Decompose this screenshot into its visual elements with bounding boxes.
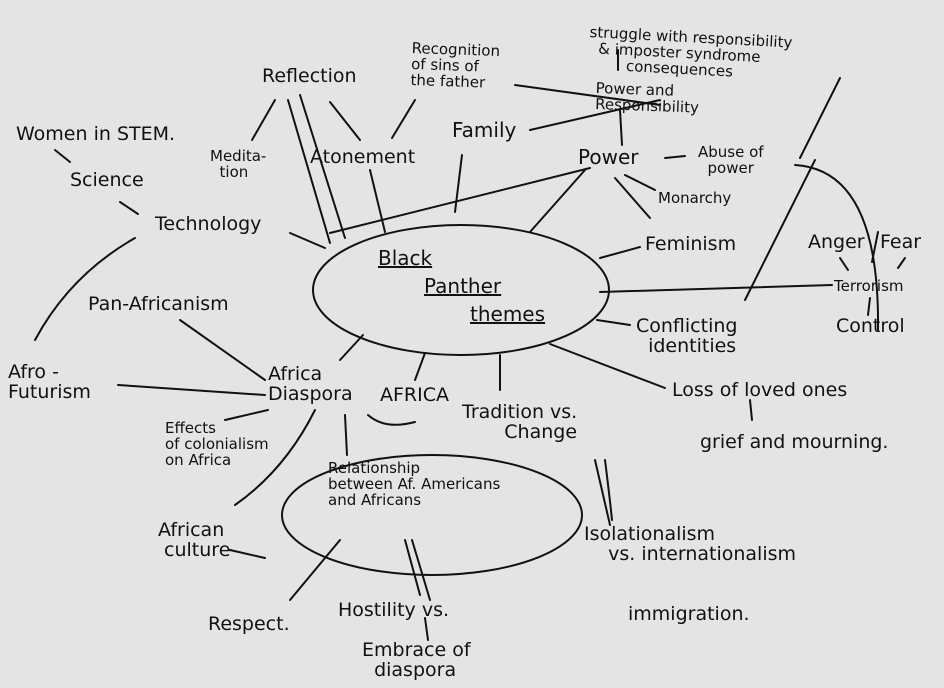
center-title-line3: themes (470, 302, 546, 326)
connector-diaspora-culture (234, 409, 316, 506)
node-isolationalism: Isolationalism vs. internationalism (584, 523, 797, 565)
node-respect: Respect. (208, 613, 290, 635)
connector-relationship-respect (289, 539, 341, 601)
node-atonement: Atonement (310, 146, 416, 168)
node-relationship: Relationship between Af. Americans and A… (328, 459, 501, 509)
node-abuse-of-power: Abuse of power (698, 143, 764, 177)
node-african-culture: African culture (158, 519, 231, 561)
connector-anger-fear (871, 231, 879, 263)
connector-consequences-terrorism (744, 159, 816, 301)
node-pan-africanism: Pan-Africanism (88, 293, 229, 315)
connector-power-resp-power (619, 109, 623, 146)
node-effects-of-colonialism: Effects of colonialism on Africa (165, 419, 269, 469)
node-power-responsibility: Power and Responsibility (594, 79, 700, 117)
node-technology: Technology (155, 213, 262, 235)
connector-consequences-abuse (799, 77, 841, 159)
node-anger: Anger (808, 231, 865, 253)
connector-power-a (529, 169, 586, 233)
node-afro-futurism: Afro - Futurism (8, 361, 91, 403)
connector-hostility-embrace (424, 617, 429, 641)
connector-africa-loop (367, 414, 416, 426)
connector-loss-grief (749, 399, 753, 421)
node-africa-caps: AFRICA (380, 384, 449, 406)
connector-terrorism (599, 284, 833, 293)
center-title-line2: Panther (424, 274, 502, 298)
node-immigration: immigration. (628, 603, 750, 625)
connector-family (454, 154, 463, 213)
connector-diaspora-relationship (344, 414, 348, 456)
node-fear: Fear (880, 231, 922, 253)
connector-culture-wave (229, 549, 266, 559)
connector-abuse-control (794, 164, 880, 331)
node-women-in-stem: Women in STEM. (16, 123, 176, 145)
node-struggle: struggle with responsibility & imposter … (587, 23, 793, 81)
connector-diaspora (339, 334, 364, 361)
connector-technology-afro (34, 237, 136, 341)
connector-reflection-meditation (251, 99, 276, 141)
connector-terrorism-control (867, 297, 871, 316)
connector-tradition-isolationism-a (594, 459, 611, 526)
node-embrace-of-diaspora: Embrace of diaspora (362, 639, 471, 681)
connector-conflicting (596, 319, 631, 326)
node-feminism: Feminism (645, 233, 737, 255)
connector-recognition-power (514, 84, 661, 106)
node-loss-of-loved-ones: Loss of loved ones (672, 379, 848, 401)
connector-family-power (529, 99, 661, 131)
connector-fear-terrorism (897, 257, 906, 269)
connector-tradition-isolationism-b (604, 459, 613, 521)
node-recognition: Recognition of sins of the father (410, 39, 501, 92)
connector-women-science (54, 149, 71, 163)
connector-pan-diaspora (179, 319, 266, 381)
connector-power-b (329, 167, 591, 234)
connector-anger-terrorism (839, 257, 849, 271)
node-control: Control (836, 315, 905, 337)
node-conflicting-identities: Conflicting identities (636, 315, 738, 357)
node-africa-diaspora: Africa Diaspora (268, 363, 353, 405)
connector-power-abuse (664, 155, 686, 159)
node-family: Family (452, 118, 517, 142)
node-tradition-vs-change: Tradition vs. Change (462, 401, 578, 443)
connector-diaspora-colonialism (224, 409, 269, 421)
node-grief-and-mourning: grief and mourning. (700, 431, 889, 453)
connector-atonement (369, 169, 386, 233)
connector-power-monarchy-b (624, 174, 656, 191)
connector-recognition-atonement (391, 99, 416, 139)
connector-technology (289, 232, 326, 249)
node-science: Science (70, 169, 144, 191)
connector-reflection-b (299, 94, 346, 239)
connector-reflection-atonement (329, 101, 361, 141)
connector-africa (414, 352, 426, 381)
connector-reflection-a (287, 99, 331, 244)
node-hostility: Hostility vs. (338, 599, 450, 621)
connector-relationship-hostility-a (404, 539, 421, 596)
node-reflection: Reflection (262, 65, 357, 87)
node-terrorism: Terrorism (834, 277, 904, 295)
node-power: Power (578, 145, 639, 169)
connector-relationship-hostility-b (411, 539, 431, 601)
relationship-ellipse (281, 454, 583, 576)
connector-afro-diaspora (117, 384, 266, 396)
connector-power-monarchy-a (614, 177, 651, 219)
central-ellipse (312, 224, 610, 356)
node-monarchy: Monarchy (658, 189, 732, 207)
center-title-line1: Black (378, 246, 433, 270)
connector-loss (549, 343, 666, 389)
connector-feminism (599, 246, 641, 259)
node-meditation: Medita- tion (210, 147, 267, 181)
connector-science-technology (119, 201, 139, 215)
